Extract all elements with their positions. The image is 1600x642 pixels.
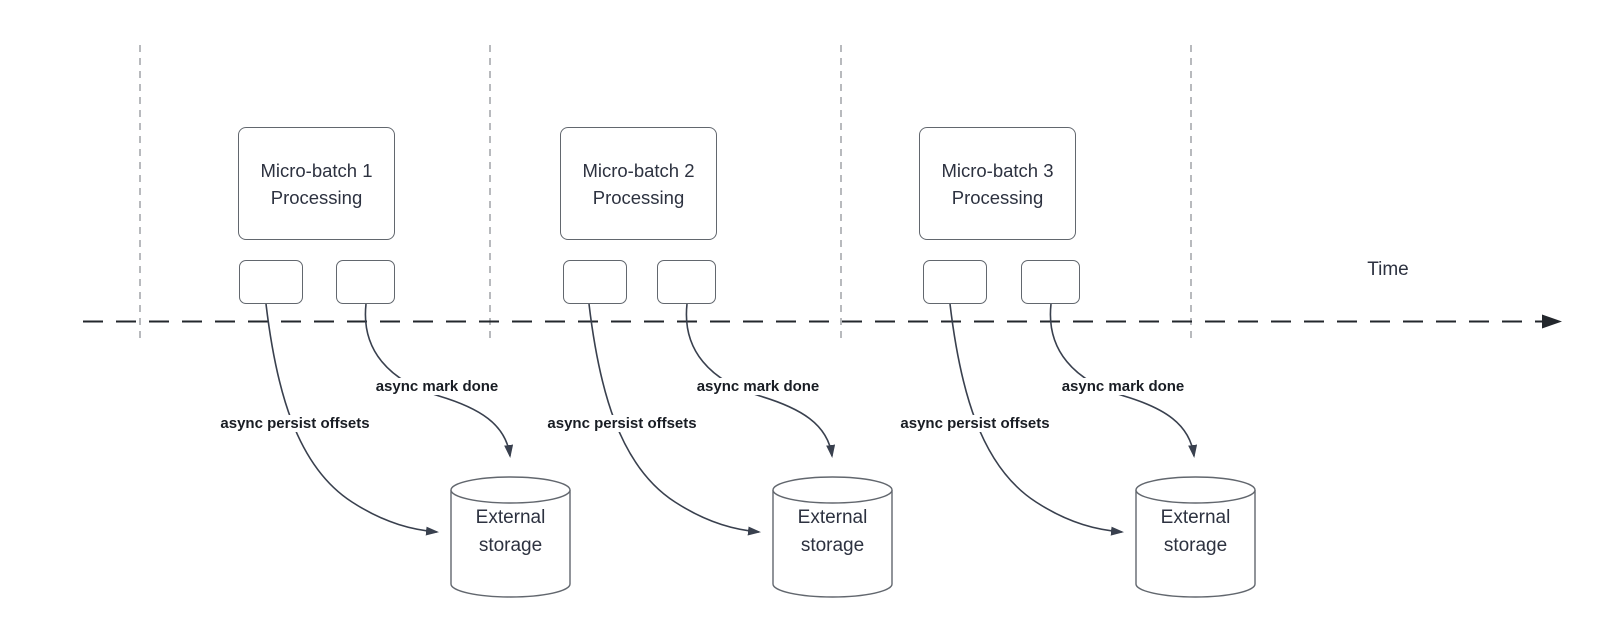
- external-storage-cylinder: [1135, 476, 1256, 598]
- time-axis-label: Time: [1367, 259, 1409, 280]
- persist-offsets-arrow: [588, 303, 761, 536]
- persist-offsets-task-box: [239, 260, 303, 304]
- micro-batch-3-processing-label: Micro-batch 3 Processing: [941, 159, 1054, 208]
- micro-batch-3-processing-box: Micro-batch 3 Processing: [919, 127, 1076, 240]
- persist-offsets-arrow: [265, 303, 439, 536]
- micro-batch-1-processing-box: Micro-batch 1 Processing: [238, 127, 395, 240]
- mark-done-edge-label: async mark done: [693, 378, 823, 395]
- external-storage-cylinder: [450, 476, 571, 598]
- micro-batch-1-processing-label: Micro-batch 1 Processing: [260, 159, 373, 208]
- mark-done-task-box: [657, 260, 716, 304]
- mark-done-edge-label: async mark done: [372, 378, 502, 395]
- persist-offsets-task-box: [923, 260, 987, 304]
- persist-offsets-edge-label: async persist offsets: [897, 415, 1053, 432]
- external-storage-label: External storage: [797, 507, 868, 556]
- mark-done-arrow: [1049, 303, 1198, 458]
- micro-batch-2-processing-label: Micro-batch 2 Processing: [582, 159, 695, 208]
- persist-offsets-edge-label: async persist offsets: [544, 415, 700, 432]
- mark-done-edge-label: async mark done: [1058, 378, 1188, 395]
- mark-done-arrow: [364, 303, 514, 458]
- persist-offsets-arrow: [949, 303, 1124, 536]
- external-storage-cylinder: [772, 476, 893, 598]
- persist-offsets-edge-label: async persist offsets: [217, 415, 373, 432]
- external-storage-label: External storage: [1160, 507, 1231, 556]
- persist-offsets-task-box: [563, 260, 627, 304]
- external-storage-label: External storage: [475, 507, 546, 556]
- mark-done-task-box: [1021, 260, 1080, 304]
- micro-batch-2-processing-box: Micro-batch 2 Processing: [560, 127, 717, 240]
- mark-done-arrow: [685, 303, 836, 458]
- mark-done-task-box: [336, 260, 395, 304]
